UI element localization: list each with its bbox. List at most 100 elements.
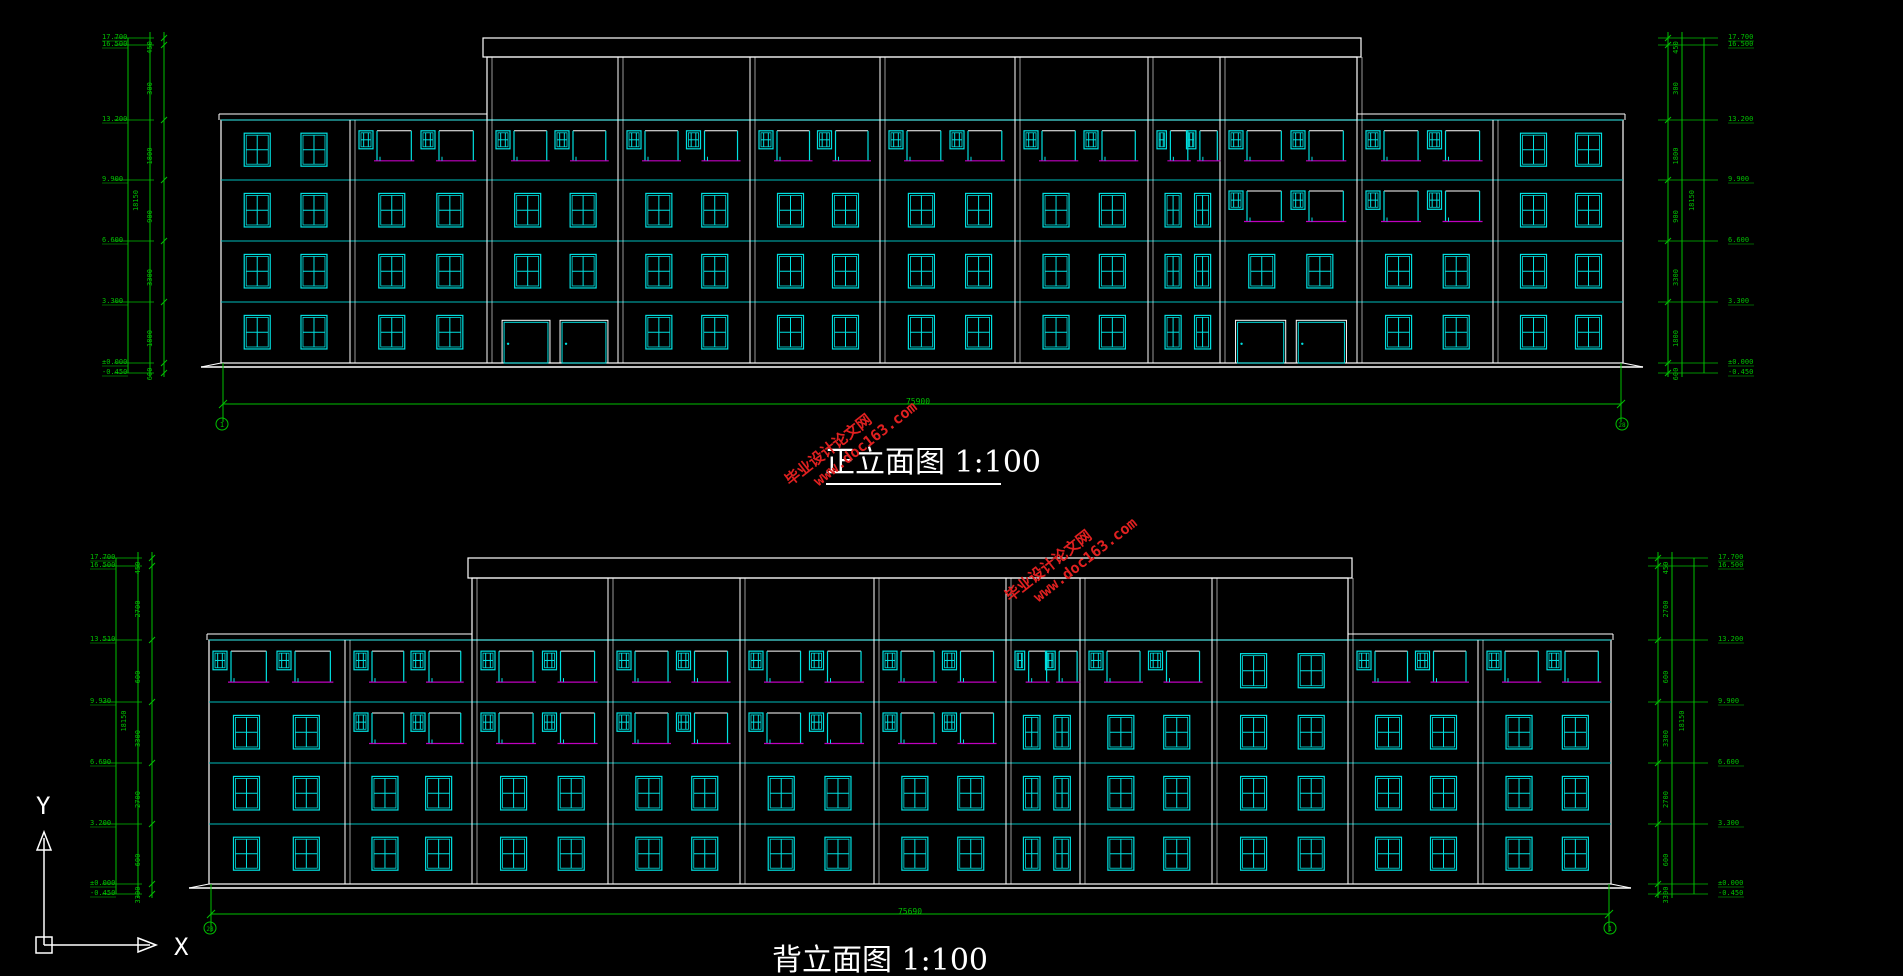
window	[1239, 714, 1268, 750]
dim-tick	[1654, 820, 1662, 828]
window-frame	[645, 314, 673, 350]
window	[776, 253, 805, 289]
window-frame	[1098, 314, 1126, 350]
window	[701, 314, 729, 350]
segment-dimension: 600	[134, 854, 142, 867]
window	[1519, 253, 1548, 289]
window	[1014, 650, 1026, 671]
balcony-opening	[1381, 130, 1422, 162]
window	[808, 650, 825, 671]
window-frame	[767, 836, 795, 871]
window	[1088, 650, 1104, 671]
window-frame	[824, 775, 852, 811]
dim-tick	[148, 890, 156, 898]
balcony-opening	[1104, 650, 1144, 683]
window-frame	[300, 132, 328, 167]
segment-dimension: 2700	[1662, 601, 1670, 618]
window	[1022, 775, 1041, 811]
dim-tick	[160, 176, 168, 184]
window-frame	[1574, 314, 1603, 350]
window-frame	[675, 712, 692, 732]
door-handle	[564, 342, 568, 345]
window	[232, 775, 261, 811]
window	[1365, 130, 1381, 150]
window	[1098, 192, 1126, 228]
level-label: 3.300	[102, 297, 123, 305]
window	[1561, 714, 1589, 750]
window	[1384, 253, 1413, 289]
level-label: 9.930	[90, 697, 111, 705]
window-frame	[616, 712, 632, 732]
balcony-opening	[898, 650, 938, 683]
vertical-dimension-stack: 17.70016.50013.2009.9006.6003.300±0.000-…	[102, 32, 168, 380]
segment-dimension: 2700	[1662, 791, 1670, 808]
window-frame	[1193, 314, 1212, 350]
window	[816, 130, 833, 150]
window-frame	[957, 836, 985, 871]
window-frame	[1053, 714, 1071, 750]
window	[499, 836, 528, 871]
window	[1044, 650, 1056, 671]
window	[1442, 314, 1470, 350]
window	[1164, 192, 1182, 228]
window-frame	[1239, 653, 1268, 689]
level-label: -0.450	[102, 368, 127, 376]
window	[541, 650, 558, 671]
window	[941, 650, 958, 671]
window	[1193, 192, 1212, 228]
window-frame	[1042, 253, 1070, 289]
window	[1239, 653, 1268, 689]
window	[1042, 314, 1070, 350]
window-frame	[901, 836, 929, 871]
window	[569, 253, 597, 289]
window	[514, 253, 542, 289]
window	[1042, 253, 1070, 289]
window-frame	[635, 836, 663, 871]
window-frame	[1429, 714, 1458, 750]
window-frame	[808, 650, 825, 671]
front-building-outline	[200, 37, 1644, 368]
window	[1147, 650, 1164, 671]
window	[626, 130, 642, 150]
level-label: 9.900	[1728, 175, 1749, 183]
window	[645, 253, 673, 289]
window-frame	[410, 650, 426, 671]
window-frame	[1574, 132, 1603, 167]
window	[541, 712, 558, 732]
door-frame	[559, 319, 609, 364]
window-frame	[1164, 314, 1182, 350]
window-frame	[1574, 192, 1603, 228]
window	[645, 192, 673, 228]
dim-tick	[148, 554, 156, 562]
window-frame	[1374, 714, 1403, 750]
window-frame	[514, 253, 542, 289]
level-label: ±0.000	[90, 879, 115, 887]
window	[371, 836, 399, 871]
window-frame	[1486, 650, 1502, 671]
balcony-opening	[1372, 650, 1411, 683]
door-leaf	[503, 321, 549, 364]
window	[1297, 836, 1325, 871]
ucs-icon	[35, 829, 159, 954]
window	[1365, 190, 1381, 210]
balcony-opening	[957, 650, 997, 683]
segment-dimension: 450	[134, 562, 142, 575]
balcony-opening	[1163, 650, 1203, 683]
window-frame	[292, 775, 320, 811]
balcony-opening	[764, 650, 804, 683]
entrance-door	[559, 319, 609, 364]
window-frame	[831, 253, 860, 289]
window	[1297, 775, 1325, 811]
window-frame	[1356, 650, 1372, 671]
window-frame	[495, 130, 511, 150]
window	[420, 130, 436, 150]
level-label: 9.900	[1718, 697, 1739, 705]
window	[557, 836, 585, 871]
window-frame	[243, 192, 271, 228]
window-frame	[541, 712, 558, 732]
window	[1053, 836, 1071, 871]
window-frame	[1374, 775, 1403, 811]
window	[635, 836, 663, 871]
window	[1384, 314, 1413, 350]
segment-dimension: 600	[1662, 854, 1670, 867]
